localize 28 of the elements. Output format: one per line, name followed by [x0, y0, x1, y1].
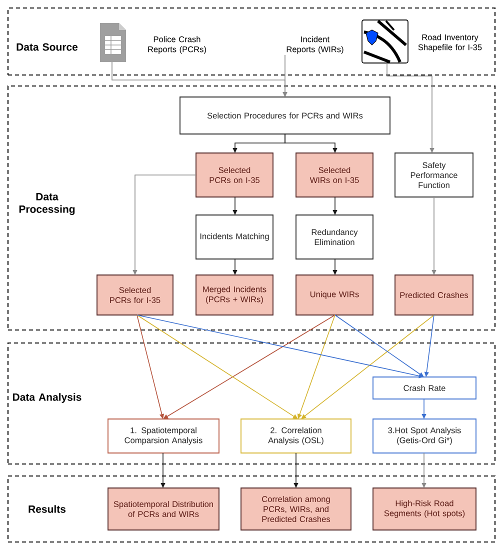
- result-box: Spatiotemporal Distribution of PCRs and WIRs: [108, 488, 220, 530]
- source-label: Incident Reports (WIRs): [286, 36, 344, 54]
- analysis-box: Crash Rate: [372, 376, 476, 400]
- section-heading: Data Analysis: [12, 393, 82, 403]
- process-box: Safety Performance Function: [394, 152, 474, 198]
- section-heading: Results: [28, 505, 66, 513]
- arrow: [301, 314, 434, 419]
- result-box: Selected PCRs for I-35: [96, 274, 174, 316]
- result-box: Unique WIRs: [296, 274, 374, 316]
- arrow: [163, 314, 336, 419]
- result-box: Selected WIRs on I-35: [296, 152, 374, 198]
- result-box: Predicted Crashes: [394, 274, 474, 316]
- section-heading: Data Source: [16, 43, 78, 51]
- result-box: Selected PCRs on I-35: [196, 152, 274, 198]
- process-box: Selection Procedures for PCRs and WIRs: [180, 96, 390, 134]
- analysis-box: 3.Hot Spot Analysis (Getis-Ord Gi*): [372, 418, 476, 454]
- analysis-box: 2. Correlation Analysis (OSL): [240, 418, 352, 454]
- source-label: Police Crash Reports (PCRs): [148, 36, 206, 54]
- section-heading: Data Processing: [19, 193, 75, 215]
- result-box: Merged Incidents (PCRs + WIRs): [196, 274, 274, 316]
- result-box: High-Risk Road Segments (Hot spots): [372, 488, 476, 530]
- arrow: [136, 314, 298, 419]
- source-label: Road Inventory Shapefile for I-35: [418, 34, 482, 52]
- arrow: [334, 314, 424, 377]
- process-box: Redundancy Elimination: [296, 214, 374, 260]
- process-box: Incidents Matching: [196, 214, 274, 260]
- result-box: Correlation among PCRs, WIRs, and Predicted Crashes: [240, 488, 352, 530]
- analysis-box: 1. Spatiotemporal Comparsion Analysis: [108, 418, 220, 454]
